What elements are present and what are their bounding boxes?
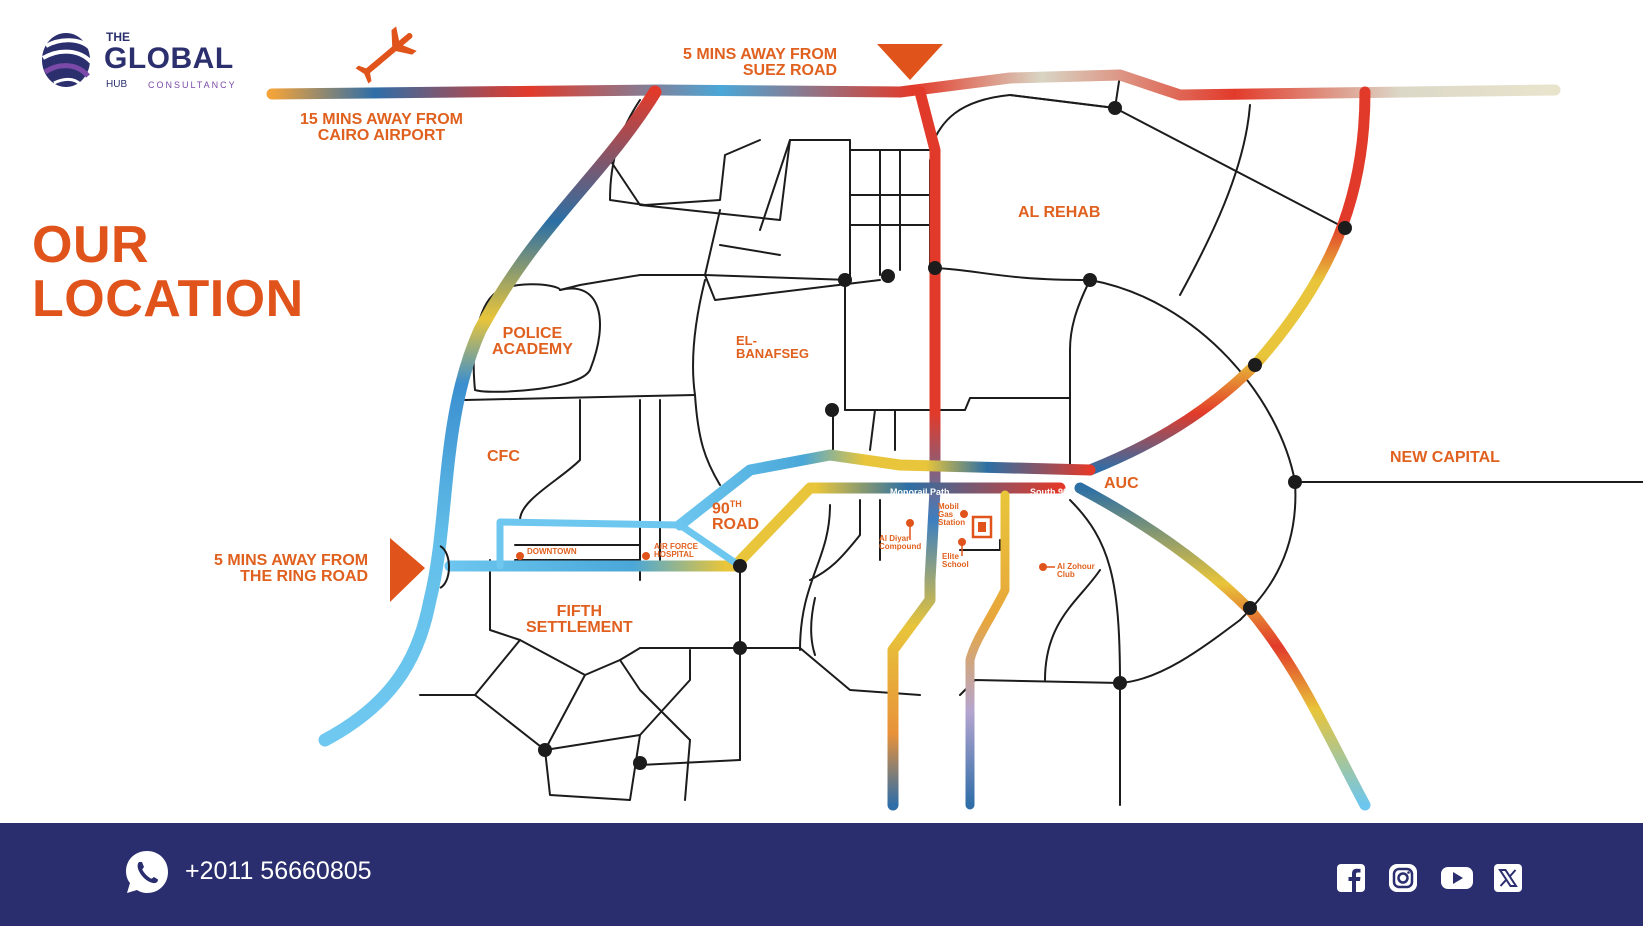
area-label-new-capital: NEW CAPITAL — [1390, 449, 1500, 466]
mobil-line2: Gas — [938, 510, 954, 519]
logo-hub-text: HUB — [106, 79, 128, 90]
area-label-el-banafseg: EL- BANAFSEG — [736, 334, 809, 360]
x-icon[interactable] — [1493, 863, 1523, 893]
air-force-line1: AIR FORCE — [654, 542, 698, 551]
zohour-line1: Al Zohour — [1057, 562, 1095, 571]
area-label-auc: AUC — [1104, 475, 1139, 492]
whatsapp-icon[interactable] — [124, 849, 170, 895]
mobil-line1: Mobil — [938, 502, 959, 511]
poi-al-diyar: Al Diyar Compound — [879, 535, 921, 551]
south-90-label: South 90rd — [1030, 487, 1075, 497]
elite-line1: Elite — [942, 552, 959, 561]
airport-callout: 15 MINS AWAY FROM CAIRO AIRPORT — [300, 112, 463, 144]
location-map — [266, 26, 1643, 811]
banafseg-line2: BANAFSEG — [736, 346, 809, 361]
area-label-police-academy: POLICE ACADEMY — [492, 326, 573, 358]
youtube-icon[interactable] — [1440, 863, 1474, 893]
footer: +2011 56660805 — [0, 823, 1643, 926]
airplane-icon — [355, 26, 417, 84]
police-line1: POLICE — [502, 325, 563, 342]
airport-callout-line1: 15 MINS AWAY FROM — [300, 111, 463, 128]
brand-logo[interactable]: THE GLOBAL HUB CONSULTANCY — [40, 28, 260, 98]
area-label-fifth-settlement: FIFTH SETTLEMENT — [526, 604, 633, 636]
area-label-al-rehab: AL REHAB — [1018, 204, 1101, 221]
police-line2: ACADEMY — [492, 341, 573, 358]
ring-road-arrow-icon — [390, 538, 425, 602]
ring-road-bracket — [439, 545, 450, 589]
mobil-pin-icon — [960, 510, 968, 518]
poi-elite-school: Elite School — [942, 553, 969, 569]
suez-callout: 5 MINS AWAY FROM SUEZ ROAD — [683, 47, 837, 79]
al-diyar-line2: Compound — [879, 542, 922, 551]
downtown-pin-icon — [516, 552, 524, 560]
poi-downtown: DOWNTOWN — [527, 547, 577, 556]
area-label-90th-road: 90TH ROAD — [712, 496, 759, 533]
page-title-line2: LOCATION — [32, 270, 304, 328]
junction-dots — [538, 101, 1352, 770]
page-title: OUR LOCATION — [32, 218, 304, 326]
road90-line2: ROAD — [712, 516, 760, 534]
project-marker-icon — [971, 515, 993, 539]
air-force-line2: HOSPITAL — [654, 550, 694, 559]
mobil-line3: Station — [938, 518, 966, 527]
logo-the-text: THE — [106, 30, 130, 44]
page-title-line1: OUR — [32, 216, 150, 274]
fifth-line1: FIFTH — [556, 603, 602, 620]
zohour-line2: Club — [1057, 570, 1075, 579]
logo-global-text: GLOBAL — [104, 42, 234, 75]
poi-al-zohour-club: Al Zohour Club — [1057, 563, 1095, 579]
local-roads — [419, 74, 1643, 806]
facebook-icon[interactable] — [1336, 863, 1366, 893]
major-roads — [266, 69, 1561, 811]
suez-callout-line2: SUEZ ROAD — [742, 62, 838, 79]
airport-callout-line2: CAIRO AIRPORT — [317, 127, 446, 144]
air-force-pin-icon — [642, 552, 650, 560]
banafseg-line1: EL- — [736, 333, 757, 348]
poi-mobil-gas-station: Mobil Gas Station — [938, 503, 965, 527]
fifth-line2: SETTLEMENT — [526, 619, 633, 636]
logo-consultancy-text: CONSULTANCY — [148, 80, 237, 90]
poi-pins — [516, 510, 1055, 571]
ring-road-callout: 5 MINS AWAY FROM THE RING ROAD — [214, 553, 368, 585]
poi-air-force-hospital: AIR FORCE HOSPITAL — [654, 543, 698, 559]
ring-callout-line1: 5 MINS AWAY FROM — [214, 552, 369, 569]
al-diyar-line1: Al Diyar — [879, 534, 910, 543]
road90-line1: 90TH — [712, 499, 742, 518]
elite-line2: School — [942, 560, 969, 569]
instagram-icon[interactable] — [1388, 863, 1418, 893]
globe-logo-icon — [41, 33, 92, 87]
suez-callout-line1: 5 MINS AWAY FROM — [683, 46, 838, 63]
area-label-cfc: CFC — [487, 448, 520, 465]
phone-number[interactable]: +2011 56660805 — [185, 857, 372, 885]
suez-arrow-icon — [877, 44, 943, 80]
ring-callout-line2: THE RING ROAD — [240, 568, 369, 585]
monorail-path-label: Monorail Path — [890, 487, 950, 497]
